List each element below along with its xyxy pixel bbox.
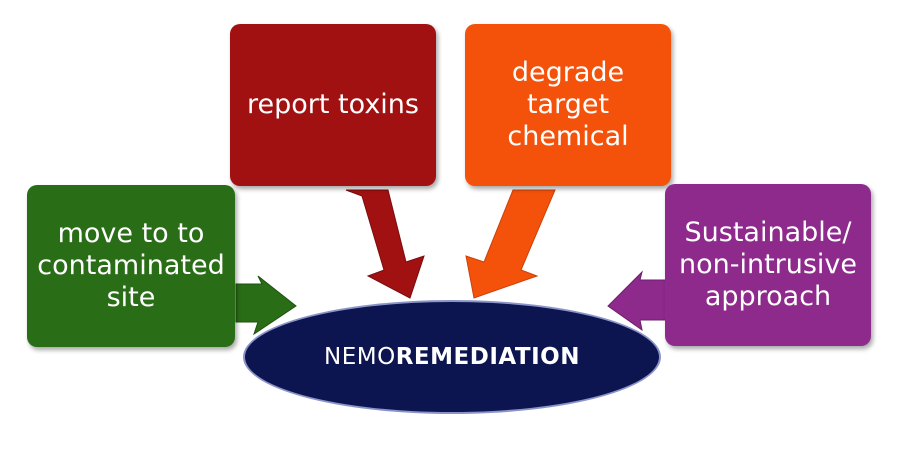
arrow-move-to-site <box>235 275 297 336</box>
arrow-report-toxins <box>345 189 425 299</box>
box-sustainable-approach: Sustainable/ non-intrusive approach <box>665 184 871 346</box>
box-line: site <box>106 282 156 313</box>
box-line: approach <box>704 281 832 312</box>
arrow-sustainable-approach <box>607 270 667 332</box>
box-line: chemical <box>507 121 629 152</box>
box-line: contaminated <box>37 250 225 281</box>
center-label-bold: REMEDIATION <box>395 344 580 370</box>
box-move-to-contaminated-site: move to to contaminated site <box>27 185 235 347</box>
box-report-toxins: report toxins <box>230 24 436 186</box>
center-label-prefix: NEMO <box>324 344 396 370</box>
arrow-degrade-chemical <box>465 189 556 299</box>
box-line: report toxins <box>247 89 419 120</box>
box-degrade-target-chemical: degrade target chemical <box>465 24 671 186</box>
box-line: target <box>526 89 610 120</box>
box-line: Sustainable/ <box>684 217 852 248</box>
box-line: degrade <box>511 57 625 88</box>
box-line: non-intrusive <box>678 249 858 280</box>
box-line: move to to <box>57 218 205 249</box>
